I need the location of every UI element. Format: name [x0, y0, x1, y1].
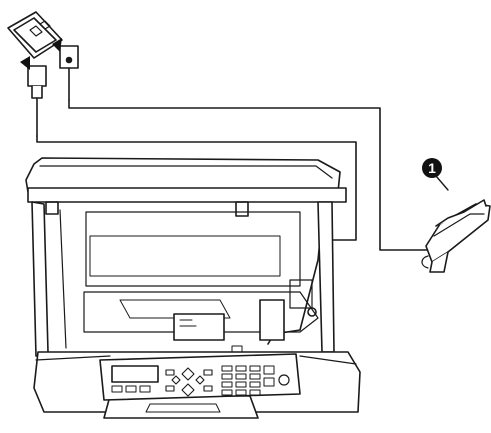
- callout-label: 1: [428, 160, 436, 176]
- power-button-icon: [278, 374, 290, 386]
- scanner-lid: [25, 157, 347, 203]
- control-panel: [99, 353, 301, 401]
- panel-button: [125, 385, 137, 393]
- callout-circle: [422, 158, 442, 178]
- arrow-plug-in-icon: [52, 38, 62, 52]
- wall-plug-phone: [52, 38, 79, 101]
- cords: [36, 99, 433, 345]
- navigation-pad: [165, 367, 213, 397]
- panel-button: [139, 385, 151, 393]
- panel-button: [111, 385, 123, 393]
- wall-plug-line: [20, 56, 47, 137]
- external-telephone: [421, 199, 491, 273]
- wall-socket: [7, 11, 63, 59]
- lcd-screen: [111, 365, 159, 383]
- arrow-plug-in-icon: [20, 56, 30, 70]
- dial-keypad: [221, 365, 275, 396]
- callout-1: 1: [422, 158, 449, 191]
